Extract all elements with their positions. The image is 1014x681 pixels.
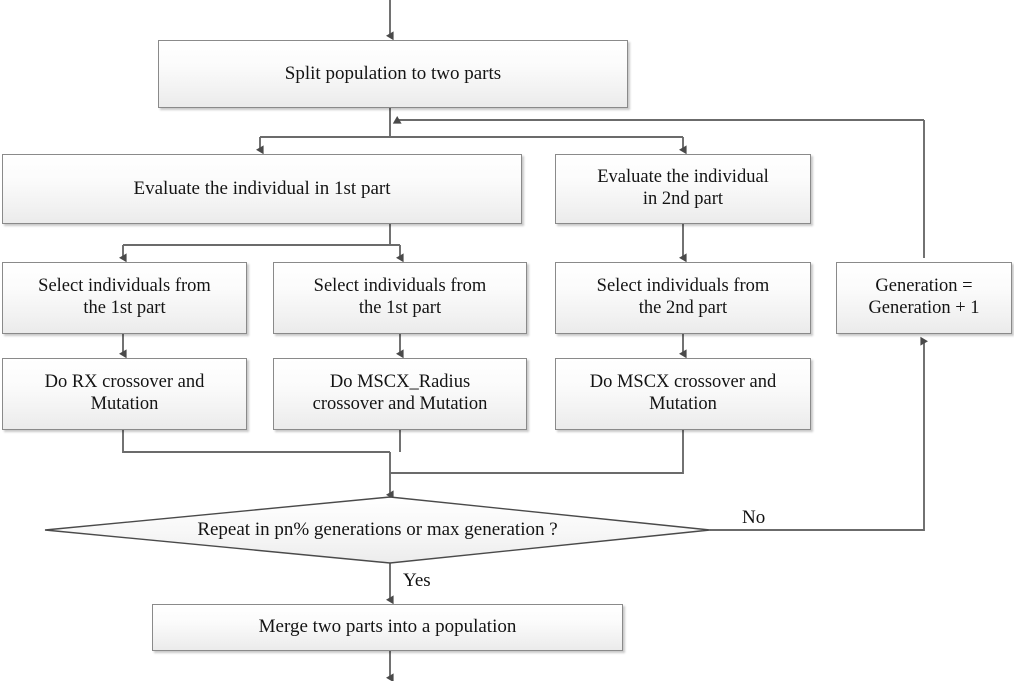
- node-select-individuals-1st-a[interactable]: Select individuals from the 1st part: [2, 262, 247, 334]
- edge-cross-a-merge: [122, 430, 390, 453]
- node-evaluate-2nd-part[interactable]: Evaluate the individual in 2nd part: [555, 154, 811, 224]
- node-split-population[interactable]: Split population to two parts: [158, 40, 628, 108]
- edge-label-no: No: [742, 507, 766, 528]
- edge-cross-c-merge: [390, 430, 684, 474]
- node-generation-increment[interactable]: Generation = Generation + 1: [836, 262, 1012, 334]
- node-mscx-crossover-mutation[interactable]: Do MSCX crossover and Mutation: [555, 358, 811, 430]
- node-mscx-radius-crossover-mutation[interactable]: Do MSCX_Radius crossover and Mutation: [273, 358, 527, 430]
- node-select-individuals-2nd[interactable]: Select individuals from the 2nd part: [555, 262, 811, 334]
- node-evaluate-1st-part[interactable]: Evaluate the individual in 1st part: [2, 154, 522, 224]
- node-rx-crossover-mutation[interactable]: Do RX crossover and Mutation: [2, 358, 247, 430]
- edge-label-yes: Yes: [403, 570, 431, 591]
- decision-label: Repeat in pn% generations or max generat…: [197, 519, 558, 540]
- node-merge-two-parts[interactable]: Merge two parts into a population: [152, 604, 623, 651]
- node-select-individuals-1st-b[interactable]: Select individuals from the 1st part: [273, 262, 527, 334]
